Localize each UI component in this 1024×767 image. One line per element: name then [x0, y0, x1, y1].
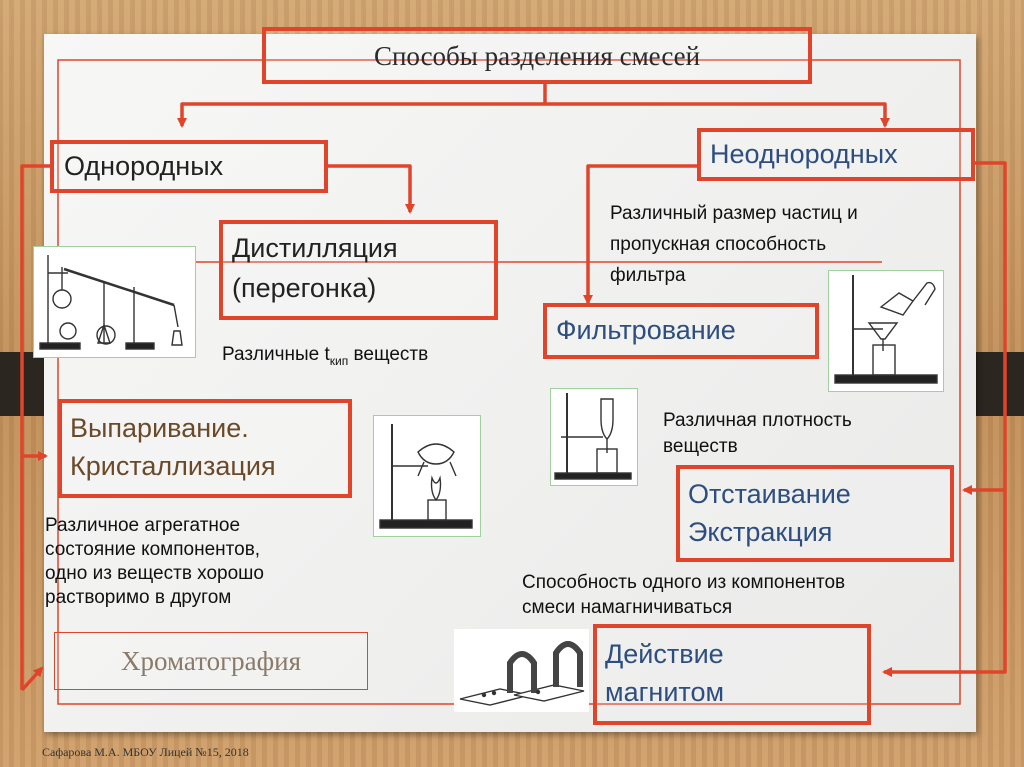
magnet-line-2: магнитом: [605, 677, 725, 707]
filtration-note-line-3: фильтра: [610, 265, 686, 286]
footer-credit: Сафарова М.А. МБОУ Лицей №15, 2018: [42, 745, 249, 759]
slide-paper: [44, 34, 976, 732]
magnet-label: Действие магнитом: [605, 635, 724, 711]
heterogeneous-label: Неоднородных: [710, 139, 898, 169]
settling-note: Различная плотность веществ: [663, 408, 852, 460]
heterogeneous-box: [697, 128, 975, 181]
title-box: [262, 27, 812, 84]
chromatography-label: Хроматография: [120, 646, 302, 676]
evaporation-note-line-2: состояние компонентов,: [45, 539, 261, 560]
magnet-box: [593, 624, 871, 725]
filtration-note-line-1: Различный размер частиц и: [610, 203, 858, 224]
distillation-apparatus-image: [33, 246, 196, 358]
settling-label: Отстаивание Экстракция: [688, 475, 851, 551]
distillation-box: [219, 220, 498, 320]
distillation-line-1: Дистилляция: [232, 233, 398, 263]
homogeneous-label: Однородных: [64, 151, 224, 181]
homogeneous-box: [50, 140, 328, 193]
distillation-note-prefix: Различные t: [222, 344, 330, 365]
evaporation-label: Выпаривание. Кристаллизация: [70, 409, 276, 485]
filtration-note: Различный размер частиц и пропускная спо…: [610, 198, 858, 291]
magnet-line-1: Действие: [605, 639, 724, 669]
evaporation-line-1: Выпаривание.: [70, 413, 249, 443]
distillation-line-2: (перегонка): [232, 273, 377, 303]
filtration-note-line-2: пропускная способность: [610, 234, 827, 255]
magnet-note-line-1: Способность одного из компонентов: [522, 572, 846, 593]
settling-note-line-1: Различная плотность: [663, 410, 852, 431]
evaporation-box: [58, 399, 352, 498]
magnet-image: [454, 629, 589, 712]
evaporation-line-2: Кристаллизация: [70, 451, 276, 481]
distillation-note-sub: кип: [329, 353, 349, 368]
evaporation-note-line-4: растворимо в другом: [45, 587, 232, 608]
distillation-note: Различные tкип веществ: [222, 343, 428, 373]
settling-line-1: Отстаивание: [688, 479, 851, 509]
evaporation-note-line-1: Различное агрегатное: [45, 515, 241, 536]
magnet-note-line-2: смеси намагничиваться: [522, 597, 733, 618]
page-title: Способы разделения смесей: [373, 41, 701, 71]
distillation-note-suffix: веществ: [348, 344, 429, 365]
filtration-box: [543, 303, 819, 359]
settling-box: [676, 465, 954, 562]
filtration-label: Фильтрование: [556, 315, 736, 345]
distillation-label: Дистилляция (перегонка): [232, 228, 398, 308]
chromatography-box: [54, 632, 368, 690]
separatory-funnel-image: [550, 388, 638, 486]
evaporation-apparatus-image: [373, 415, 481, 537]
settling-line-2: Экстракция: [688, 517, 833, 547]
evaporation-note: Различное агрегатное состояние компонент…: [45, 514, 264, 610]
filtration-apparatus-image: [828, 270, 944, 392]
evaporation-note-line-3: одно из веществ хорошо: [45, 563, 264, 584]
magnet-note: Способность одного из компонентов смеси …: [522, 570, 845, 620]
settling-note-line-2: веществ: [663, 436, 738, 457]
